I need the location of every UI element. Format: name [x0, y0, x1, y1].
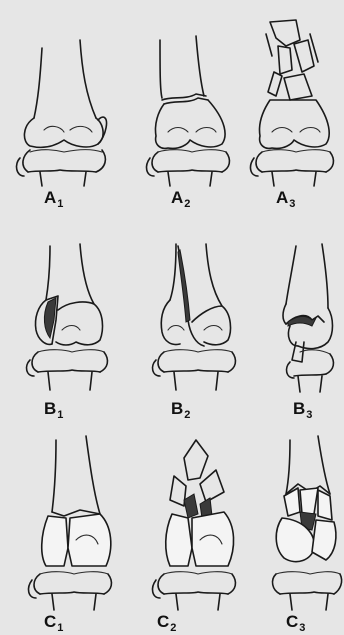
- label-c2: C2: [157, 613, 176, 630]
- label-b3-letter: B: [293, 399, 305, 418]
- label-a2: A2: [171, 189, 190, 206]
- label-b1: B1: [44, 400, 63, 417]
- panel-c2-drawing: [153, 440, 236, 610]
- label-c1: C1: [44, 613, 63, 630]
- label-a2-index: 2: [184, 198, 190, 210]
- label-b3: B3: [293, 400, 312, 417]
- panel-a1-drawing: [17, 40, 107, 186]
- panel-a2-drawing: [147, 36, 230, 186]
- label-b3-index: 3: [306, 409, 312, 421]
- panel-a3-drawing: [251, 20, 334, 186]
- panel-b2-drawing: [153, 244, 236, 390]
- label-c1-index: 1: [57, 622, 63, 634]
- label-b1-letter: B: [44, 399, 56, 418]
- panel-c3-drawing: [273, 436, 342, 610]
- label-a3-letter: A: [276, 188, 288, 207]
- label-b2-letter: B: [171, 399, 183, 418]
- label-c3-index: 3: [299, 622, 305, 634]
- label-c1-letter: C: [44, 612, 56, 631]
- label-a3: A3: [276, 189, 295, 206]
- label-c2-index: 2: [170, 622, 176, 634]
- label-a1: A1: [44, 189, 63, 206]
- label-c3-letter: C: [286, 612, 298, 631]
- label-c2-letter: C: [157, 612, 169, 631]
- label-b2: B2: [171, 400, 190, 417]
- label-b1-index: 1: [57, 409, 63, 421]
- label-a1-index: 1: [57, 198, 63, 210]
- label-b2-index: 2: [184, 409, 190, 421]
- panel-b3-drawing: [283, 244, 333, 392]
- panel-c1-drawing: [29, 436, 112, 610]
- label-a2-letter: A: [171, 188, 183, 207]
- label-c3: C3: [286, 613, 305, 630]
- panel-b1-drawing: [27, 244, 108, 390]
- label-a1-letter: A: [44, 188, 56, 207]
- label-a3-index: 3: [289, 198, 295, 210]
